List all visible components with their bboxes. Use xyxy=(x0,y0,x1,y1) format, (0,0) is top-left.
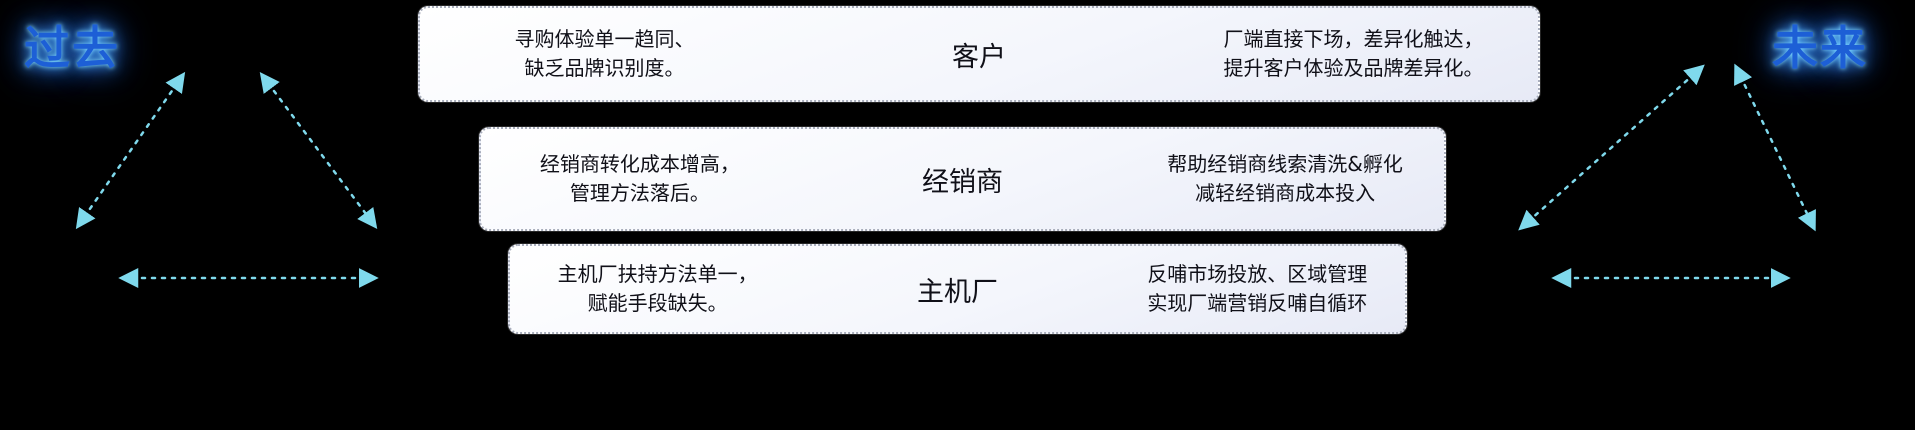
oem-row-box: 主机厂扶持方法单一， 赋能手段缺失。 主机厂 反哺市场投放、区域管理 实现厂端营… xyxy=(508,244,1407,334)
future-triangle-left-leg-arrow xyxy=(1518,64,1705,231)
dealer-row-box: 经销商转化成本增高， 管理方法落后。 经销商 帮助经销商线索清洗&孵化 减轻经销… xyxy=(479,127,1446,231)
future-triangle-right-leg-arrow xyxy=(1734,63,1816,232)
dealer-past-text: 经销商转化成本增高， 管理方法落后。 xyxy=(539,152,740,205)
past-triangle-left-leg-arrow xyxy=(75,71,186,230)
oem-past-text: 主机厂扶持方法单一， 赋能手段缺失。 xyxy=(557,262,758,315)
customer-role-label: 客户 xyxy=(951,41,1006,73)
customer-row-box: 寻购体验单一趋同、 缺乏品牌识别度。 客户 厂端直接下场，差异化触达， 提升客户… xyxy=(418,6,1540,102)
oem-role-label: 主机厂 xyxy=(916,276,998,308)
dealer-future-text: 帮助经销商线索清洗&孵化 减轻经销商成本投入 xyxy=(1167,152,1403,205)
oem-future-text: 反哺市场投放、区域管理 实现厂端营销反哺自循环 xyxy=(1147,262,1368,315)
customer-future-text: 厂端直接下场，差异化触达， 提升客户体验及品牌差异化。 xyxy=(1223,27,1484,80)
customer-past-text: 寻购体验单一趋同、 缺乏品牌识别度。 xyxy=(514,27,695,80)
future-label: 未来 xyxy=(1772,21,1868,75)
dealer-role-label: 经销商 xyxy=(921,166,1003,198)
past-triangle-right-leg-arrow xyxy=(259,71,378,230)
past-label: 过去 xyxy=(24,21,120,75)
